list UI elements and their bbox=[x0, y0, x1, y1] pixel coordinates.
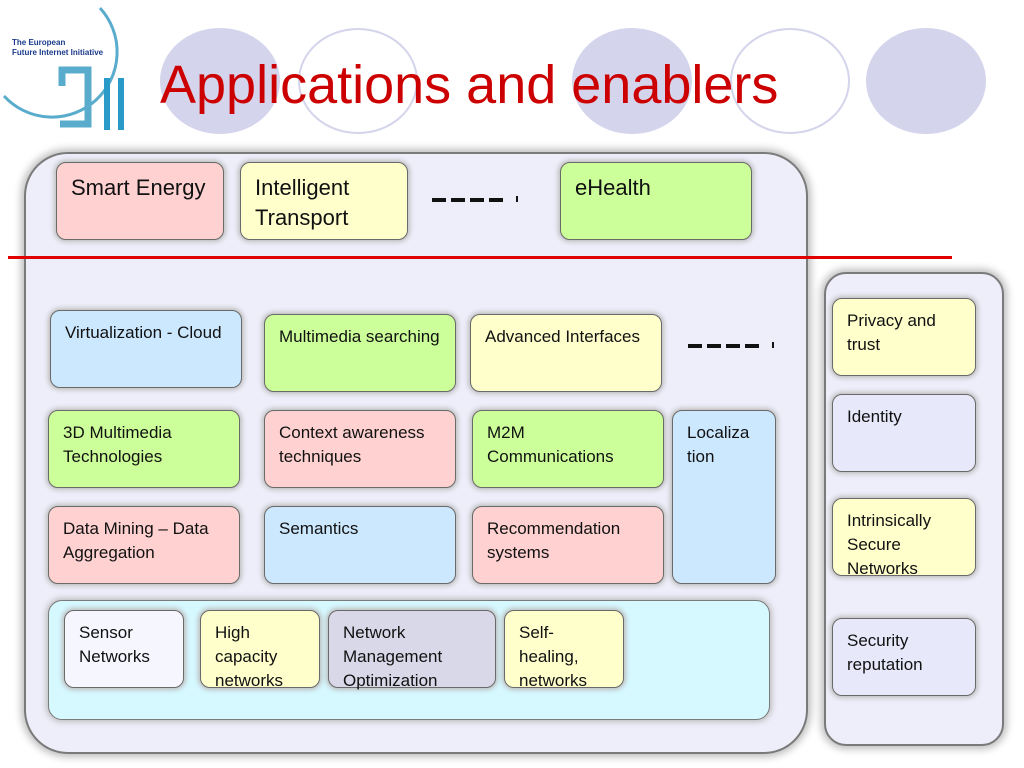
app-ehealth: eHealth bbox=[560, 162, 752, 240]
decor-circle-1 bbox=[160, 28, 280, 134]
enablers-ellipsis-dashes bbox=[688, 344, 764, 348]
fi-logo-icon bbox=[2, 6, 124, 130]
fi-logo: The European Future Internet Initiative bbox=[0, 0, 150, 140]
decor-circle-4 bbox=[730, 28, 850, 134]
network-high-capacity: High capacity networks bbox=[200, 610, 320, 690]
network-management-optimization: Network Management Optimization bbox=[328, 610, 496, 690]
enabler-3d-multimedia: 3D Multimedia Technologies bbox=[48, 410, 240, 488]
slide-title: Applications and enablers bbox=[160, 55, 779, 115]
enabler-semantics: Semantics bbox=[264, 506, 456, 584]
security-privacy-trust: Privacy and trust bbox=[832, 298, 976, 376]
enabler-multimedia-searching: Multimedia searching bbox=[264, 314, 456, 392]
applications-ellipsis-dashes bbox=[432, 198, 508, 202]
logo-text-line2: Future Internet Initiative bbox=[12, 48, 104, 57]
security-reputation: Security reputation bbox=[832, 618, 976, 696]
enablers-ellipsis-tick bbox=[772, 342, 774, 348]
network-self-healing: Self-healing, networks bbox=[504, 610, 624, 690]
logo-text-line1: The European bbox=[12, 38, 66, 47]
decor-circle-3 bbox=[572, 28, 692, 134]
app-intelligent-transport: Intelligent Transport bbox=[240, 162, 408, 240]
enabler-virtualization-cloud: Virtualization - Cloud bbox=[50, 310, 242, 388]
app-smart-energy: Smart Energy bbox=[56, 162, 224, 240]
decor-circle-2 bbox=[298, 28, 418, 134]
security-identity: Identity bbox=[832, 394, 976, 472]
applications-ellipsis-tick bbox=[516, 196, 518, 202]
enabler-advanced-interfaces: Advanced Interfaces bbox=[470, 314, 662, 392]
enabler-localization: Localiza tion bbox=[672, 410, 776, 584]
security-intrinsically-secure: Intrinsically Secure Networks bbox=[832, 498, 976, 578]
enabler-context-awareness: Context awareness techniques bbox=[264, 410, 456, 488]
enabler-recommendation-systems: Recommendation systems bbox=[472, 506, 664, 584]
enabler-m2m-communications: M2M Communications bbox=[472, 410, 664, 488]
decor-circle-5 bbox=[866, 28, 986, 134]
divider-line bbox=[8, 256, 952, 259]
network-sensor: Sensor Networks bbox=[64, 610, 184, 688]
enabler-data-mining: Data Mining – Data Aggregation bbox=[48, 506, 240, 584]
